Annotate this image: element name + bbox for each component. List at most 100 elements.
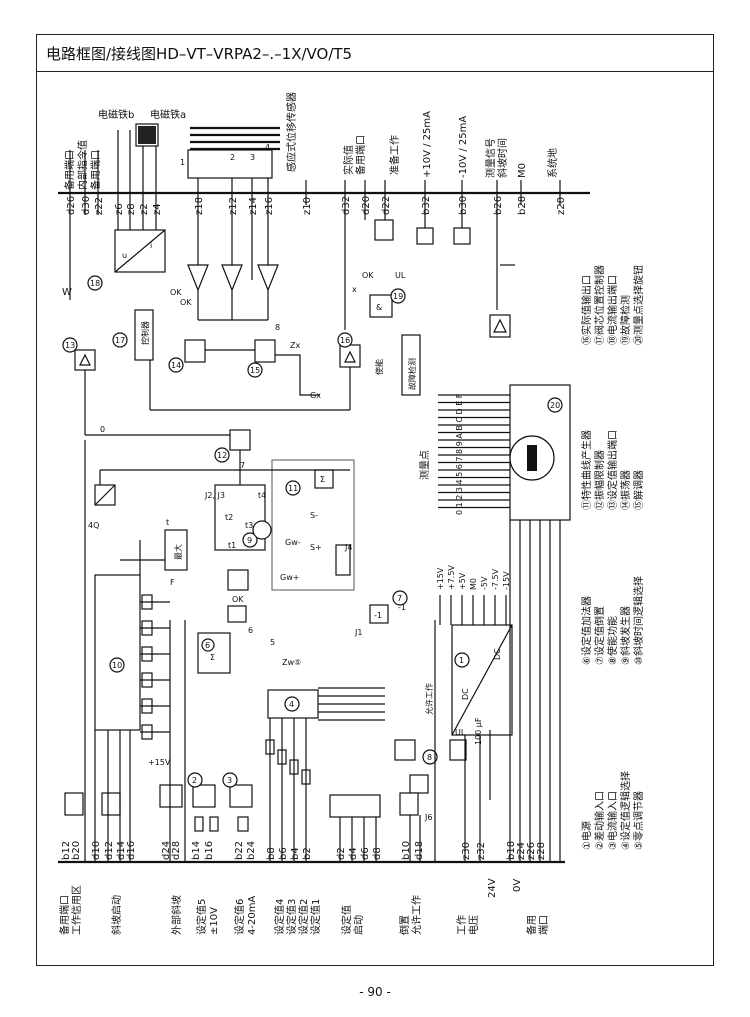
input-blocks: 2 3 +15V bbox=[148, 758, 253, 832]
svg-text:8: 8 bbox=[275, 323, 280, 332]
bottom-pin-label: b4 bbox=[290, 847, 301, 860]
svg-text:16: 16 bbox=[340, 336, 350, 345]
bottom-pin-label: b20 bbox=[71, 841, 82, 860]
svg-text:Σ: Σ bbox=[320, 475, 325, 484]
top-pin-label: z4 bbox=[152, 203, 163, 215]
svg-text:7: 7 bbox=[397, 594, 402, 603]
svg-text:19: 19 bbox=[393, 292, 403, 301]
start-logic: J6 bbox=[64, 792, 432, 822]
top-pin-label: z6 bbox=[114, 203, 125, 215]
bus-wires bbox=[84, 360, 561, 862]
oscillator-demod: 14 15 8 Zx Gx bbox=[168, 323, 321, 400]
svg-text:Gw-: Gw- bbox=[285, 538, 301, 547]
bottom-pin-label: b22 bbox=[234, 841, 245, 860]
label-voltage: 电压 bbox=[467, 915, 480, 935]
top-pin-label: b32 bbox=[421, 196, 432, 215]
legend-item: ⑪特性曲线产生器 bbox=[580, 430, 593, 510]
top-pin-label: z20 bbox=[556, 197, 567, 215]
label-meas-seq: 0 1 2 3 4 5 6 7 8 9 A B C D E F bbox=[455, 393, 464, 515]
amplitude-limiter: 12 0 bbox=[85, 425, 251, 463]
label-reverse: 倒置 bbox=[399, 915, 411, 935]
label-internal-cmd: 内部指令值 bbox=[76, 140, 89, 190]
label-sp1: 设定值1 bbox=[309, 899, 322, 935]
bottom-pin-label: d8 bbox=[372, 847, 383, 860]
bottom-pin-label: b2 bbox=[302, 847, 313, 860]
svg-text:4: 4 bbox=[289, 700, 294, 709]
label-spare: 备用端口 bbox=[58, 895, 71, 935]
svg-text:6: 6 bbox=[248, 626, 253, 635]
label-meas-points: 测量点 bbox=[418, 450, 431, 480]
bottom-pin-label: z30 bbox=[461, 842, 472, 860]
top-pin-label: d20 bbox=[361, 196, 372, 215]
svg-text:J1: J1 bbox=[354, 628, 362, 637]
setpoint-adder: Σ 6 6 5 Zw⑤ bbox=[197, 605, 301, 674]
label-dc-in: DC bbox=[461, 688, 470, 700]
top-pin-label: z8 bbox=[126, 203, 137, 215]
label-ramp-time: 斜坡时间 bbox=[496, 138, 509, 178]
top-pin-label: b28 bbox=[517, 196, 528, 215]
top-pin-label: z2 bbox=[139, 203, 150, 215]
page-title: 电路框图/接线图HD–VT–VRPA2–.–1X/VO/T5 bbox=[46, 45, 353, 63]
label-cap: 100 μF bbox=[474, 717, 483, 745]
setpoint-out-13: 13 bbox=[62, 337, 96, 435]
legend-item: ①电源 bbox=[580, 821, 593, 850]
label-start: 启动 bbox=[352, 915, 365, 935]
supply-rail-label: -7.5V bbox=[491, 568, 500, 590]
legend-item: ⑨斜坡发生器 bbox=[619, 606, 632, 665]
svg-text:18: 18 bbox=[90, 279, 100, 288]
label-420ma: 4-20mA bbox=[247, 896, 258, 935]
bottom-pin-label: b14 bbox=[191, 841, 202, 860]
svg-text:2: 2 bbox=[192, 776, 197, 785]
legend-item: ⑥设定值加法器 bbox=[580, 596, 593, 665]
actual-out-16: 16 bbox=[337, 332, 361, 368]
bottom-pin-label: z24 bbox=[516, 842, 527, 860]
meas-selector: 20 测量点 0 1 2 3 4 5 6 7 8 9 A B C D E F bbox=[418, 384, 571, 521]
svg-text:Gw+: Gw+ bbox=[280, 573, 299, 582]
bottom-pin-label: b18 bbox=[506, 841, 517, 860]
supply-rail-label: M0 bbox=[469, 578, 478, 590]
legend-item: ⑬设定值输出端口 bbox=[606, 430, 619, 510]
svg-text:-1: -1 bbox=[374, 611, 382, 620]
svg-text:J4: J4 bbox=[344, 543, 352, 552]
bottom-pin-label: z26 bbox=[526, 842, 537, 860]
top-pin-label: z22 bbox=[94, 197, 105, 215]
svg-text:8: 8 bbox=[427, 753, 432, 762]
svg-text:10: 10 bbox=[112, 661, 122, 670]
svg-text:7: 7 bbox=[240, 461, 245, 470]
top-pin-label: d32 bbox=[341, 196, 352, 215]
legend-item: ⑱电流输出端口 bbox=[606, 275, 619, 345]
supply-rail-label: +15V bbox=[436, 567, 445, 590]
top-labels: 备用端口 内部指令值 备用端口 电磁铁b 电磁铁a 感应式位移传感器 实际值 备… bbox=[63, 92, 559, 190]
legend-item: ⑦设定值倒置 bbox=[593, 606, 606, 665]
bottom-pin-label: d6 bbox=[360, 847, 371, 860]
label-sp6: 设定值6 bbox=[233, 899, 246, 935]
top-pin-label: z10 bbox=[302, 197, 313, 215]
label-allow-work: 允许工作 bbox=[410, 895, 423, 935]
top-pin-label: d30 bbox=[81, 196, 92, 215]
svg-text:t2: t2 bbox=[225, 513, 233, 522]
setpoint-logic: 4 bbox=[265, 687, 385, 785]
svg-text:t3: t3 bbox=[245, 521, 253, 530]
svg-text:14: 14 bbox=[171, 361, 181, 370]
top-pin-label: b26 bbox=[493, 196, 504, 215]
bottom-pin-label: d12 bbox=[104, 841, 115, 860]
page-number: - 90 - bbox=[359, 985, 391, 999]
svg-text:t1: t1 bbox=[228, 541, 236, 550]
svg-text:20: 20 bbox=[550, 401, 560, 410]
svg-text:Σ: Σ bbox=[210, 653, 215, 662]
ready-logic: & 19 OK UL x 故障检测 使能 bbox=[352, 219, 421, 396]
svg-text:Zx: Zx bbox=[290, 341, 300, 350]
bottom-pin-label: b8 bbox=[266, 847, 277, 860]
legend-item: ④设定值逻辑选择 bbox=[619, 771, 632, 850]
svg-text:3: 3 bbox=[250, 153, 255, 162]
legend-item: ⑳测量点选择旋钮 bbox=[632, 265, 645, 345]
ramp-generator: J2, J3 t2 t1 t3 t4 9 7 OK bbox=[204, 461, 272, 604]
legend-item: ⑫振幅限制器 bbox=[593, 450, 606, 510]
four-quadrant: 4Q bbox=[88, 484, 116, 530]
bottom-pin-label: d14 bbox=[116, 841, 127, 860]
